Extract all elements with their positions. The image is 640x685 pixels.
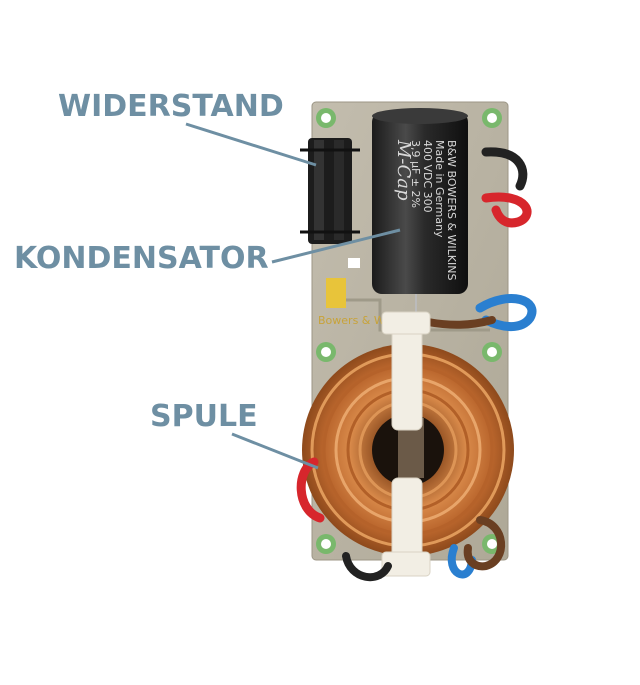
capacitor-line-2: 400 VDC 300: [421, 140, 434, 213]
resistor: [300, 138, 360, 244]
capacitor-line-1: 3,9 µF ± 2%: [409, 140, 422, 208]
capacitor-brand: M-Cap: [393, 139, 414, 201]
capacitor-line-4: B&W BOWERS & WILKINS: [445, 140, 458, 280]
coil: [302, 311, 514, 577]
label-coil: SPULE: [150, 399, 258, 434]
pointer-lines: [185, 122, 401, 470]
capacitor-line-3: Made in Germany: [433, 140, 446, 238]
capacitor: M-Cap 3,9 µF ± 2% 400 VDC 300 Made in Ge…: [372, 108, 468, 312]
label-capacitor: KONDENSATOR: [14, 241, 269, 276]
label-resistor: WIDERSTAND: [58, 89, 284, 124]
cables-top: [424, 147, 537, 331]
